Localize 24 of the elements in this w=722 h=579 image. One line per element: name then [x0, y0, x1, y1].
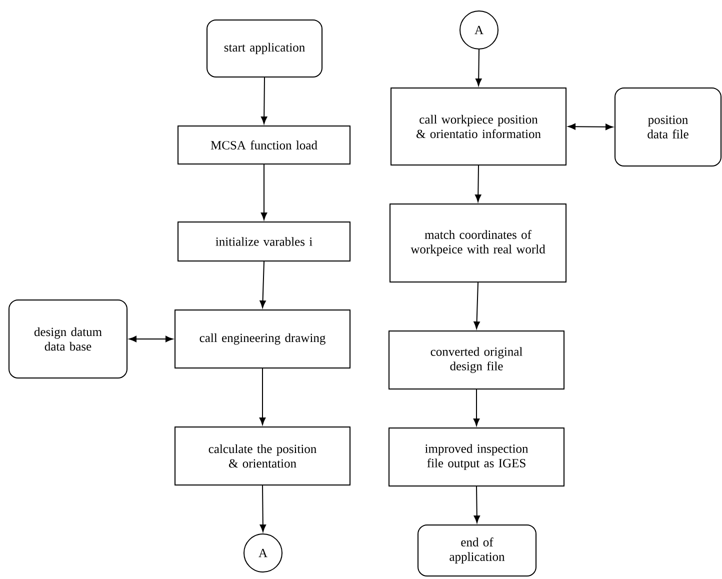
arrow	[474, 282, 480, 330]
arrow	[475, 165, 482, 202]
terminal-box: position data file	[614, 88, 722, 166]
process-box: initialize varables i	[178, 222, 350, 262]
arrow	[568, 123, 614, 130]
process-box: converted original design file	[388, 330, 564, 390]
arrow	[260, 77, 268, 124]
process-box: match coordinates of workpeice with real world	[390, 204, 566, 282]
arrow	[476, 49, 482, 86]
arrow	[260, 164, 268, 220]
arrow	[260, 261, 266, 308]
process-box: MCSA function load	[178, 126, 350, 164]
arrow	[260, 485, 266, 532]
terminal-box: end of application	[418, 524, 536, 576]
process-box: improved inspection file output as IGES	[388, 428, 564, 486]
arrow	[259, 368, 266, 426]
process-box: call engineering drawing	[174, 310, 350, 368]
arrow	[474, 486, 480, 524]
terminal-box: design datum data base	[8, 300, 128, 378]
terminal-box: start application	[206, 20, 322, 78]
arrow	[129, 336, 174, 342]
process-box: calculate the position & orientation	[174, 426, 350, 486]
arrow	[473, 389, 480, 426]
process-box: call workpiece position & orientatio information	[390, 88, 566, 166]
